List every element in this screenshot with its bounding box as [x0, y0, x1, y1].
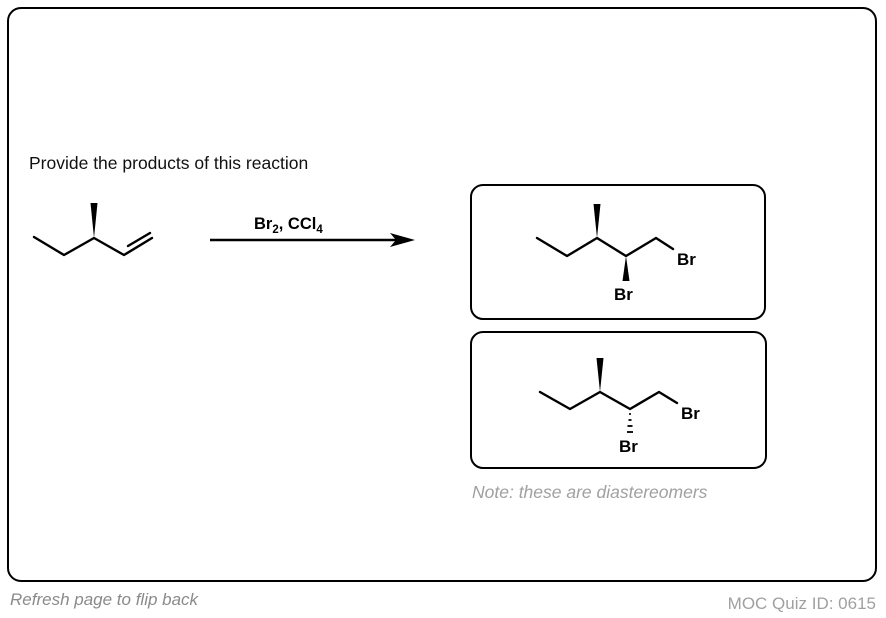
p1-br-wedge	[622, 256, 630, 281]
product-box-2	[470, 331, 767, 469]
p2-br-stereo: Br	[619, 437, 638, 456]
arrow-head-icon	[390, 233, 415, 247]
question-prompt: Provide the products of this reaction	[29, 153, 309, 173]
p1-br-stereo: Br	[614, 285, 633, 304]
sm-double-bond-inner	[126, 231, 152, 248]
product-1-structure	[535, 204, 675, 281]
sm-carbon-chain	[32, 235, 154, 257]
diastereomer-note: Note: these are diastereomers	[472, 482, 708, 502]
product-box-1	[470, 184, 766, 320]
reagents-label: Br2, CCl4	[254, 215, 323, 236]
flip-back-hint: Refresh page to flip back	[10, 590, 199, 609]
p2-methyl-wedge	[596, 358, 604, 392]
p1-carbon-chain	[535, 236, 675, 258]
p2-br-terminal: Br	[681, 404, 700, 423]
reaction-arrow	[210, 233, 415, 247]
p2-carbon-chain	[538, 390, 679, 411]
p1-br-terminal: Br	[677, 250, 696, 269]
quiz-id: MOC Quiz ID: 0615	[727, 594, 876, 613]
quiz-card[interactable]	[7, 7, 877, 582]
p2-br-hash-bond	[627, 413, 633, 433]
p1-methyl-wedge	[593, 204, 601, 238]
starting-material-structure	[32, 203, 154, 257]
product-2-structure	[538, 358, 679, 433]
sm-methyl-wedge	[90, 203, 98, 238]
